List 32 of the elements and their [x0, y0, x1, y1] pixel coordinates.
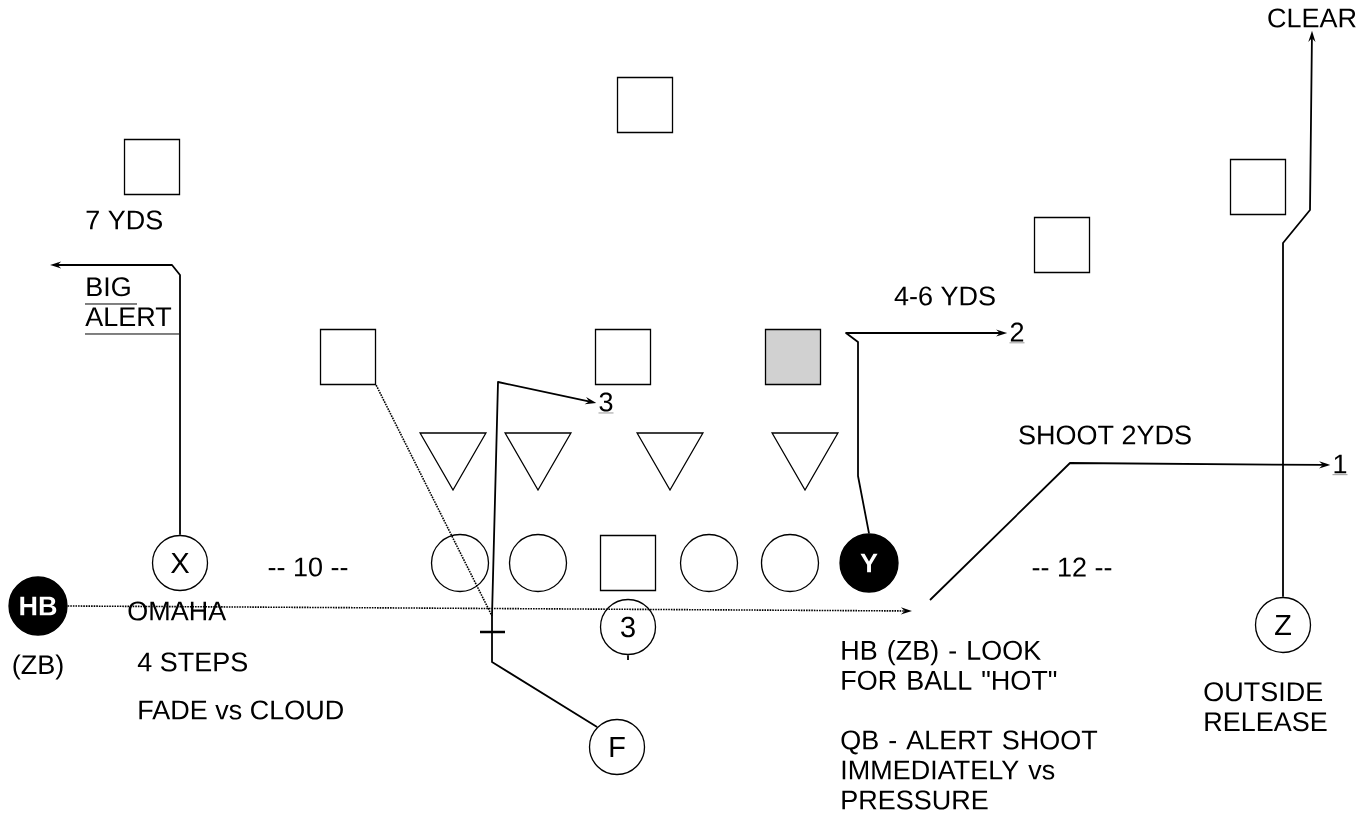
- note-text: SHOOT 2YDS: [1019, 425, 1191, 445]
- note-text: 4-6 YDS: [894, 286, 995, 306]
- player-caption: OUTSIDE RELEASE: [1204, 682, 1327, 732]
- note-text: -- 12 --: [1032, 557, 1112, 577]
- defender-square: [616, 76, 674, 134]
- defender-square: [1229, 158, 1287, 216]
- route-arrow: [491, 381, 598, 728]
- note-text: OMAHA: [128, 601, 227, 621]
- center-square: [599, 534, 657, 592]
- note-text: FADE vs CLOUD: [139, 700, 343, 720]
- lineman-circle: [430, 533, 490, 593]
- route-number: 2: [1009, 322, 1025, 344]
- note-text: -- 10 --: [268, 557, 348, 577]
- underlined-note: BIG ALERT: [84, 277, 180, 335]
- note-text: 7 YDS: [86, 210, 162, 230]
- lineman-circle: [760, 533, 820, 593]
- defender-square: [1033, 216, 1091, 274]
- defender-square: [594, 328, 652, 386]
- coverage-line: [375, 384, 493, 617]
- defender-square: [319, 328, 377, 386]
- route-number: 1: [1332, 454, 1348, 475]
- lineman-circle: [679, 533, 739, 593]
- note-text: QB - ALERT SHOOT IMMEDIATELY vs PRESSURE: [841, 730, 1098, 810]
- lineman-circle: [508, 533, 568, 593]
- note-text: HB (ZB) - LOOK FOR BALL "HOT": [842, 640, 1057, 690]
- route-label: CLEAR: [1268, 8, 1356, 28]
- defender-square: [123, 138, 181, 196]
- route-number: 3: [598, 392, 614, 414]
- shaded-square: [764, 328, 822, 386]
- player-caption: (ZB): [13, 654, 63, 680]
- note-text: 4 STEPS: [137, 652, 247, 672]
- stem-line: [627, 654, 629, 661]
